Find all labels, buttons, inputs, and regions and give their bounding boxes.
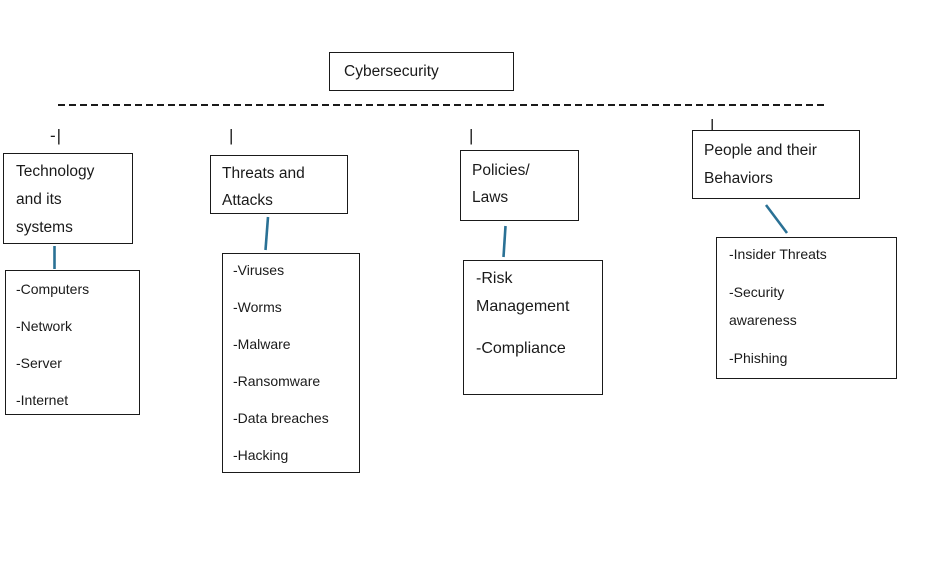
branch-node-label: Threats and Attacks bbox=[222, 165, 305, 209]
list-item: -Data breaches bbox=[233, 410, 329, 426]
list-item: -Insider Threats bbox=[729, 246, 827, 262]
branch-node-policies: Policies/ Laws bbox=[460, 150, 579, 221]
list-item: -Hacking bbox=[233, 447, 289, 463]
leaf-list-people: -Insider Threats -Security awareness -Ph… bbox=[716, 237, 897, 379]
list-item: -Computers bbox=[16, 281, 90, 297]
connector-people bbox=[764, 204, 789, 234]
list-item: -Security awareness bbox=[729, 284, 797, 328]
leaf-list-threats: -Viruses -Worms -Malware -Ransomware -Da… bbox=[222, 253, 360, 473]
branch-tick-3: | bbox=[469, 126, 475, 145]
list-item: -Compliance bbox=[476, 340, 566, 357]
list-item: -Server bbox=[16, 355, 62, 371]
branch-node-people: People and their Behaviors bbox=[692, 130, 860, 199]
branch-tick-2: | bbox=[229, 126, 235, 145]
root-node-label: Cybersecurity bbox=[344, 62, 439, 80]
branch-tick-4: | bbox=[710, 116, 716, 135]
list-item: -Malware bbox=[233, 336, 291, 352]
list-item: -Ransomware bbox=[233, 373, 321, 389]
leaf-list-policies: -Risk Management -Compliance bbox=[463, 260, 603, 395]
list-item: -Worms bbox=[233, 299, 282, 315]
branch-node-technology: Technology and its systems bbox=[3, 153, 133, 244]
branch-node-label: Technology and its systems bbox=[16, 163, 95, 236]
leaf-list-technology: -Computers -Network -Server -Internet bbox=[5, 270, 140, 415]
branch-tick-1: -| bbox=[50, 126, 63, 145]
list-item: -Network bbox=[16, 318, 73, 334]
branch-node-label: People and their Behaviors bbox=[704, 142, 817, 187]
list-item: -Risk Management bbox=[476, 270, 570, 315]
list-item: -Viruses bbox=[233, 262, 285, 278]
list-item: -Internet bbox=[16, 392, 69, 408]
root-node-cybersecurity: Cybersecurity bbox=[329, 52, 514, 91]
list-item: -Phishing bbox=[729, 350, 788, 366]
connector-policies bbox=[502, 225, 507, 258]
dashed-divider-line bbox=[58, 104, 825, 106]
connector-threats bbox=[264, 216, 270, 251]
branch-node-label: Policies/ Laws bbox=[472, 162, 530, 206]
branch-node-threats: Threats and Attacks bbox=[210, 155, 348, 214]
